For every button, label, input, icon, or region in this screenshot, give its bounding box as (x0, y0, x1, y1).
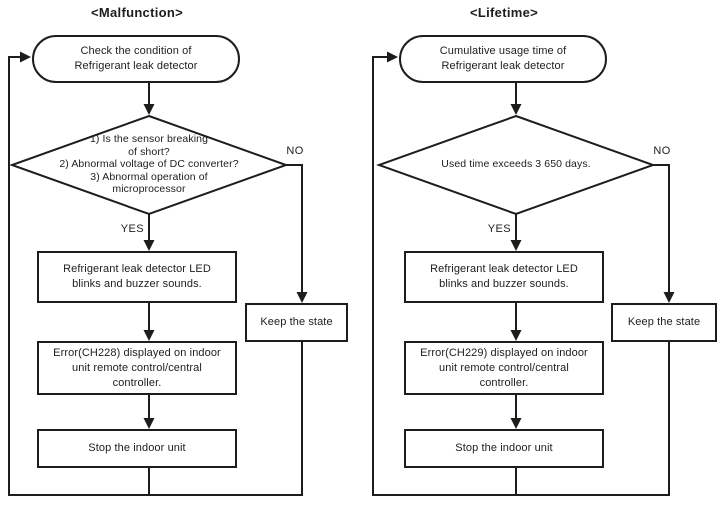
lifetime-connectors (372, 51, 675, 496)
arrowhead-down-icon (143, 330, 155, 341)
start-node: Check the condition of Refrigerant leak … (32, 35, 240, 83)
keep-state-box: Keep the state (245, 303, 348, 342)
decision-label: Used time exceeds 3 650 days. (441, 158, 591, 170)
arrowhead-down-icon (663, 292, 675, 303)
arrowhead-down-icon (510, 104, 522, 115)
loop-back-line (8, 56, 303, 496)
no-line (653, 164, 670, 292)
stop-step-box: Stop the indoor unit (37, 429, 237, 468)
arrowhead-down-icon (510, 418, 522, 429)
yes-label: YES (120, 223, 144, 235)
no-label: NO (653, 145, 671, 157)
start-node: Cumulative usage time of Refrigerant lea… (399, 35, 607, 83)
flow-title: <Malfunction> (90, 5, 184, 20)
arrowhead-down-icon (143, 104, 155, 115)
arrowhead-down-icon (510, 330, 522, 341)
keep-state-box: Keep the state (611, 303, 717, 342)
malfunction-connectors (8, 51, 308, 496)
arrowhead-down-icon (296, 292, 308, 303)
error-step-box: Error(CH229) displayed on indoor unit re… (404, 341, 604, 395)
no-label: NO (286, 145, 304, 157)
arrowhead-right-icon (20, 51, 31, 63)
alert-step-box: Refrigerant leak detector LED blinks and… (37, 251, 237, 303)
stop-step-box: Stop the indoor unit (404, 429, 604, 468)
arrowhead-down-icon (143, 418, 155, 429)
error-step-box: Error(CH228) displayed on indoor unit re… (37, 341, 237, 395)
yes-label: YES (487, 223, 511, 235)
decision-label: 1) Is the sensor breaking of short? 2) A… (59, 133, 239, 195)
alert-step-box: Refrigerant leak detector LED blinks and… (404, 251, 604, 303)
arrowhead-right-icon (387, 51, 398, 63)
arrowhead-down-icon (143, 240, 155, 251)
flow-title: <Lifetime> (469, 5, 539, 20)
no-line (286, 164, 303, 292)
loop-back-line (372, 56, 670, 496)
arrowhead-down-icon (510, 240, 522, 251)
